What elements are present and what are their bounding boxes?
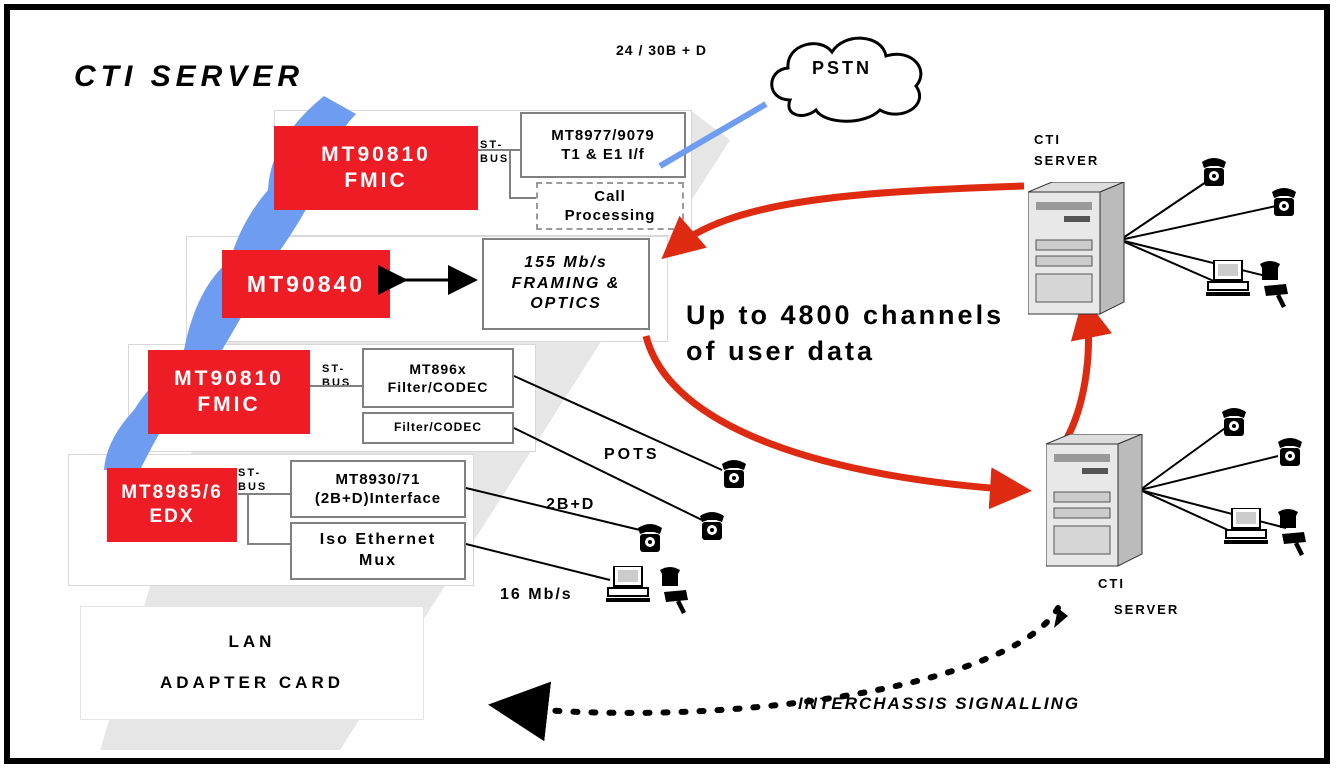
phone-2bd-icon [638,524,662,552]
chip-mt90840: MT90840 [222,250,390,318]
box-2bd-interface: MT8930/71 (2B+D)Interface [290,460,466,518]
box-call-processing: Call Processing [536,182,684,230]
phone-pots-icon [722,460,746,488]
pstn-cloud-icon [770,36,923,123]
label-server-bottom-2: SERVER [1114,602,1180,617]
workstation-top-icon [1206,260,1289,309]
workstation-bottom-icon [1224,508,1307,557]
label-channels-line1: Up to 4800 channels [686,300,1005,330]
page-title: CTI SERVER [74,60,305,93]
label-server-top: CTI SERVER [1034,132,1100,168]
pstn-link-label: 24 / 30B + D [616,42,707,58]
box-framing-optics: 155 Mb/s FRAMING & OPTICS [482,238,650,330]
workstation-16mbs-icon [606,566,689,615]
label-server-bottom-1: CTI [1098,576,1125,591]
label-2bd: 2B+D [546,496,596,513]
st-bus-label-3: ST- BUS [238,467,268,494]
box-filter-codec-2: Filter/CODEC [362,412,514,444]
label-16mbs: 16 Mb/s [500,586,573,603]
server-top-icon [1028,182,1125,315]
label-channels-line2: of user data [686,336,876,366]
phone-codec-icon [700,512,724,540]
label-interchassis: INTERCHASSIS SIGNALLING [798,694,1081,713]
label-pots: POTS [604,446,660,463]
st-bus-label-1: ST- BUS [480,139,510,166]
phone-bottom-2-icon [1278,438,1302,466]
pstn-label: PSTN [812,58,873,78]
box-t1e1-interface: MT8977/9079 T1 & E1 I/f [520,112,686,178]
phone-top-1-icon [1202,158,1226,186]
box-iso-ethernet-mux: Iso Ethernet Mux [290,522,466,580]
phone-bottom-1-icon [1222,408,1246,436]
phone-top-2-icon [1272,188,1296,216]
server-bottom-icon [1046,434,1143,567]
connections-layer [238,101,1287,742]
box-filter-codec-1: MT896x Filter/CODEC [362,348,514,408]
